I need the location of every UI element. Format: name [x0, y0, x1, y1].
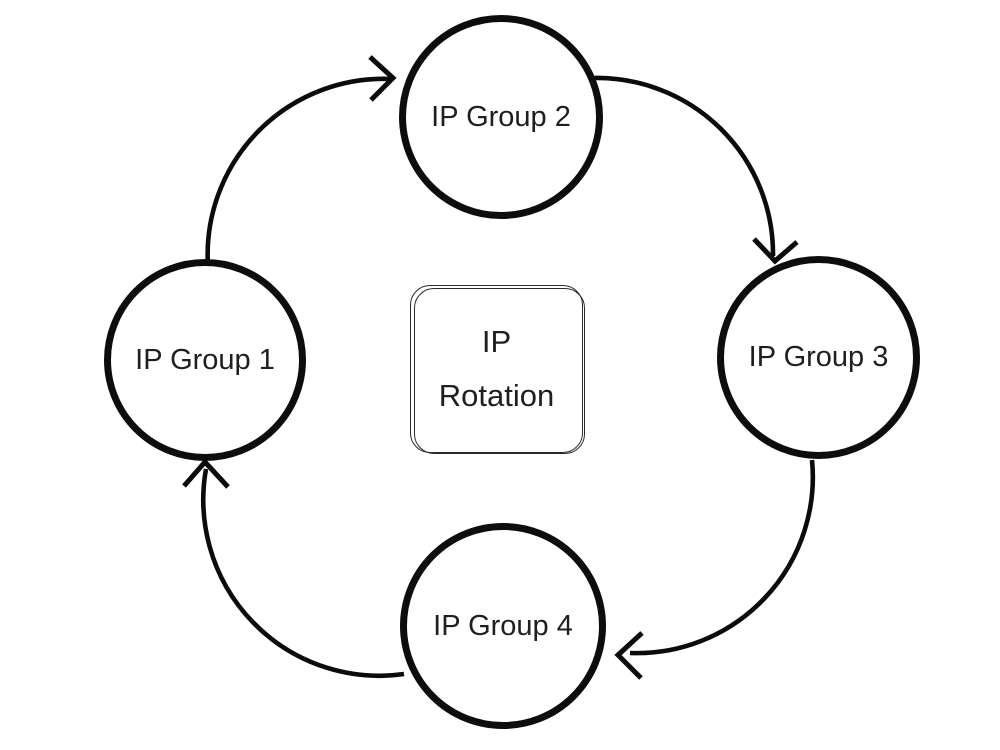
node-ip-group-3: IP Group 3: [717, 256, 920, 459]
arrow-group3-to-group4: [629, 459, 816, 656]
center-card-label-line1: IP: [481, 324, 512, 359]
node-ip-group-1-label: IP Group 1: [135, 343, 275, 376]
arrowhead-group3-to-group4-icon: [614, 631, 644, 680]
node-ip-group-2: IP Group 2: [399, 15, 603, 219]
node-ip-group-2-label: IP Group 2: [431, 100, 571, 133]
arrowhead-group1-to-group2-icon: [368, 55, 397, 102]
node-ip-group-1: IP Group 1: [104, 259, 306, 461]
arrow-group2-to-group3: [592, 75, 776, 257]
arrowhead-group4-to-group1-icon: [182, 458, 230, 489]
arrow-group1-to-group2: [205, 76, 393, 267]
arrow-group4-to-group1: [200, 468, 405, 679]
node-ip-group-4: IP Group 4: [400, 523, 606, 729]
node-ip-group-3-label: IP Group 3: [748, 341, 889, 374]
node-ip-group-4-label: IP Group 4: [433, 609, 573, 642]
center-card-ip-rotation: IP Rotation: [410, 285, 585, 454]
arrowhead-group2-to-group3-icon: [752, 237, 799, 265]
center-card-label-line2: Rotation: [438, 378, 555, 413]
